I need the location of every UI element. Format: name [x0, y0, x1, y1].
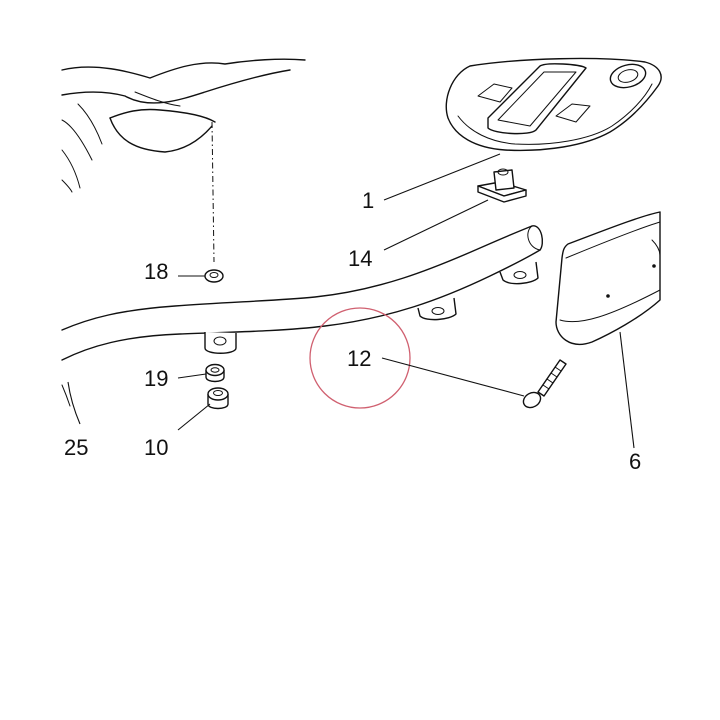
- highlight-circle: [309, 307, 411, 409]
- callout-25: 25: [64, 435, 88, 460]
- part-1-bracket: [445, 57, 662, 152]
- part-18-washer: [204, 269, 224, 283]
- callout-1: 1: [362, 188, 374, 213]
- part-6-side-panel: [555, 211, 661, 345]
- callout-19: 19: [144, 366, 168, 391]
- curved-tube: [61, 225, 544, 407]
- tube-mounting-tabs: [204, 261, 539, 354]
- callout-14: 14: [348, 246, 372, 271]
- callout-10: 10: [144, 435, 168, 460]
- callout-18: 18: [144, 259, 168, 284]
- part-14-clip-nut: [477, 168, 527, 203]
- callout-12: 12: [347, 346, 371, 371]
- assembly-axis: [211, 121, 215, 263]
- part-12-screw: [522, 359, 567, 409]
- part-19-washer: [205, 363, 225, 383]
- leader-lines: [67, 153, 635, 449]
- frame-body-panel: [61, 58, 306, 193]
- part-10-nut: [207, 387, 229, 410]
- callout-6: 6: [629, 449, 641, 474]
